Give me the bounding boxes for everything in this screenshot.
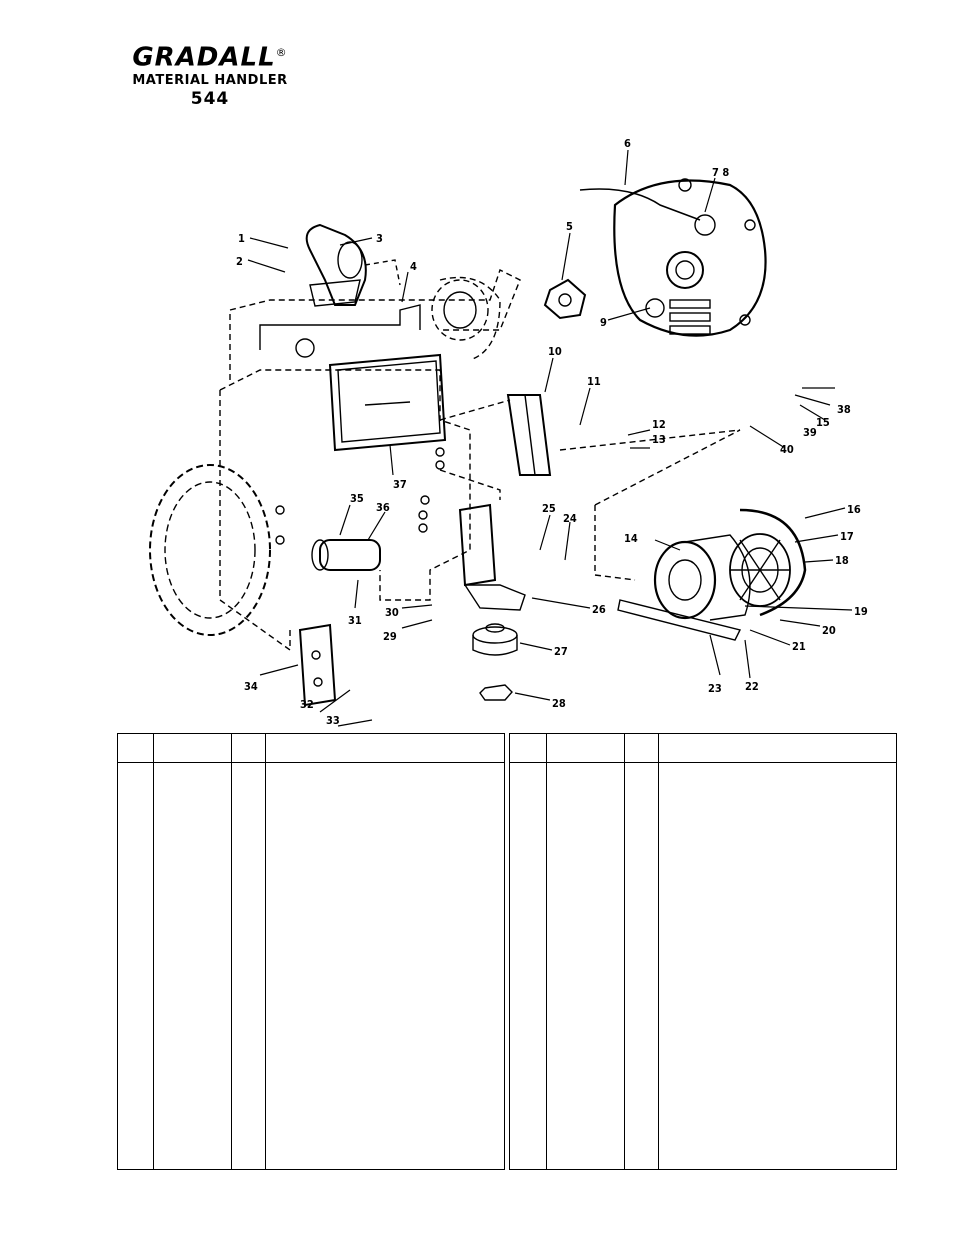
callout-34: 34 [244, 680, 258, 693]
callout-7-8: 7 8 [712, 166, 729, 179]
callout-10: 10 [548, 345, 562, 358]
callout-30: 30 [385, 606, 399, 619]
column-divider [153, 734, 154, 1169]
callout-5: 5 [566, 220, 573, 233]
callout-4: 4 [410, 260, 417, 273]
column-divider [658, 734, 659, 1169]
callout-29: 29 [383, 630, 397, 643]
callout-37: 37 [393, 478, 407, 491]
brand-subtitle: MATERIAL HANDLER [132, 72, 288, 88]
column-divider [265, 734, 266, 1169]
callout-6: 6 [624, 137, 631, 150]
callout-14: 14 [624, 532, 638, 545]
callout-18: 18 [835, 554, 849, 567]
callout-16: 16 [847, 503, 861, 516]
table-header-row [118, 734, 504, 763]
callout-36: 36 [376, 501, 390, 514]
callout-22: 22 [745, 680, 759, 693]
table-header-row [510, 734, 896, 763]
callout-40: 40 [780, 443, 794, 456]
callout-26: 26 [592, 603, 606, 616]
callout-31: 31 [348, 614, 362, 627]
column-divider [546, 734, 547, 1169]
brand-header: GRADALL® MATERIAL HANDLER 544 [110, 38, 310, 109]
callout-3: 3 [376, 232, 383, 245]
callout-17: 17 [840, 530, 854, 543]
callout-27: 27 [554, 645, 568, 658]
callout-35: 35 [350, 492, 364, 505]
column-divider [624, 734, 625, 1169]
parts-table-left [117, 733, 505, 1170]
callout-11: 11 [587, 375, 601, 388]
callout-33: 33 [326, 714, 340, 727]
callout-39: 39 [803, 426, 817, 439]
callout-32: 32 [300, 698, 314, 711]
callout-28: 28 [552, 697, 566, 710]
callout-13: 13 [652, 433, 666, 446]
callout-2: 2 [236, 255, 243, 268]
callout-24: 24 [563, 512, 577, 525]
parts-table-right [509, 733, 897, 1170]
callout-25: 25 [542, 502, 556, 515]
registered-mark: ® [275, 46, 288, 59]
callout-21: 21 [792, 640, 806, 653]
callout-38: 38 [837, 403, 851, 416]
callout-23: 23 [708, 682, 722, 695]
callout-15: 15 [816, 416, 830, 429]
model-number: 544 [190, 88, 230, 109]
callout-1: 1 [238, 232, 245, 245]
brand-logo: GRADALL® [132, 42, 288, 73]
exploded-parts-diagram: 1 2 3 4 5 6 7 8 9 10 11 12 13 14 15 16 1… [149, 137, 868, 727]
callout-12: 12 [652, 418, 666, 431]
callout-20: 20 [822, 624, 836, 637]
callout-9: 9 [600, 316, 607, 329]
callout-19: 19 [854, 605, 868, 618]
column-divider [231, 734, 232, 1169]
